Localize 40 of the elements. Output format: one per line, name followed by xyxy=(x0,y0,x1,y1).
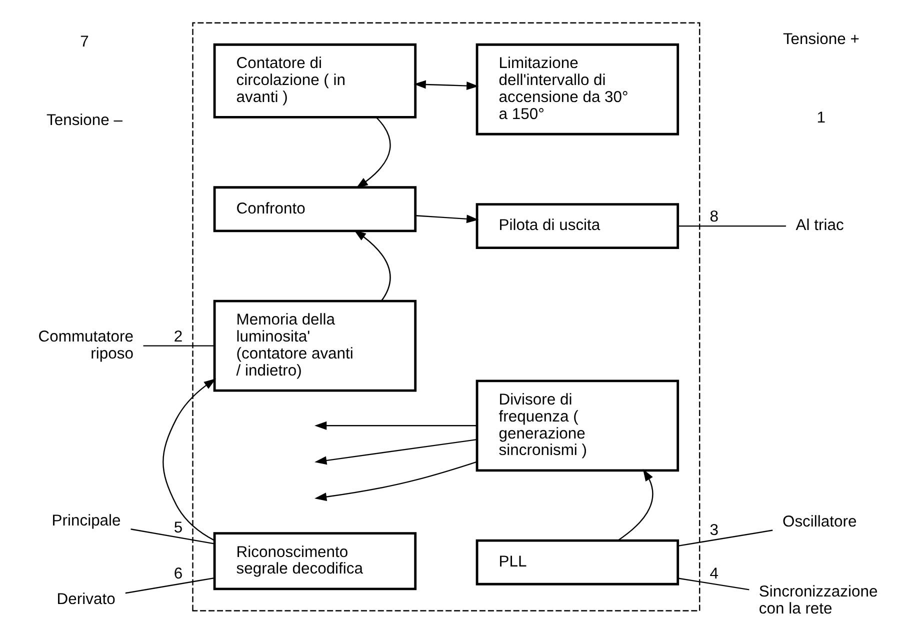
node-box: Limitazione dell'intervallo di accensione da 30° a 150° xyxy=(475,43,679,136)
arrow xyxy=(314,421,476,430)
arrow xyxy=(314,461,477,502)
edge-label: 6 xyxy=(173,566,182,583)
arrow xyxy=(413,80,478,90)
arrow xyxy=(162,378,216,541)
node-text: Commutatore riposo xyxy=(38,328,133,362)
node-text: Derivato xyxy=(56,590,115,608)
node-box: Riconoscimento segrale decodifica xyxy=(212,532,416,590)
edge-label: 2 xyxy=(173,328,182,346)
cluster xyxy=(192,22,700,612)
edge-label: 5 xyxy=(173,520,182,537)
label: 7 xyxy=(80,33,88,50)
arrow xyxy=(353,230,390,302)
connector xyxy=(677,530,772,547)
arrow xyxy=(617,468,653,541)
edge-label: 4 xyxy=(709,566,718,583)
label: Tensione – xyxy=(46,112,122,129)
label: Tensione + xyxy=(782,30,859,48)
connector xyxy=(677,225,786,227)
node-box: Confronto xyxy=(212,186,416,232)
edge-label: 8 xyxy=(709,208,718,226)
node-box: Pilota di uscita xyxy=(475,203,679,250)
connector xyxy=(124,577,214,594)
connector xyxy=(130,528,214,544)
label: 1 xyxy=(816,110,826,127)
arrow xyxy=(355,117,390,188)
node-box: Contatore di circolazione ( in avanti ) xyxy=(212,43,416,118)
node-text: Principale xyxy=(51,512,120,530)
arrow xyxy=(314,438,476,465)
connector xyxy=(142,345,214,346)
node-text: Sincronizzazione con la rete xyxy=(758,584,878,618)
node-box: Divisore di frequenza ( generazione sincronismi ) xyxy=(475,380,679,472)
arrow xyxy=(415,214,478,224)
edge-label: 3 xyxy=(709,522,718,540)
connector xyxy=(677,578,749,590)
node-text: Al triac xyxy=(795,217,844,234)
node-text: Oscillatore xyxy=(782,514,856,531)
node-box: Memoria della luminosita' (contatore avanti / indietro) xyxy=(212,300,416,392)
node-box: PLL xyxy=(475,539,679,586)
